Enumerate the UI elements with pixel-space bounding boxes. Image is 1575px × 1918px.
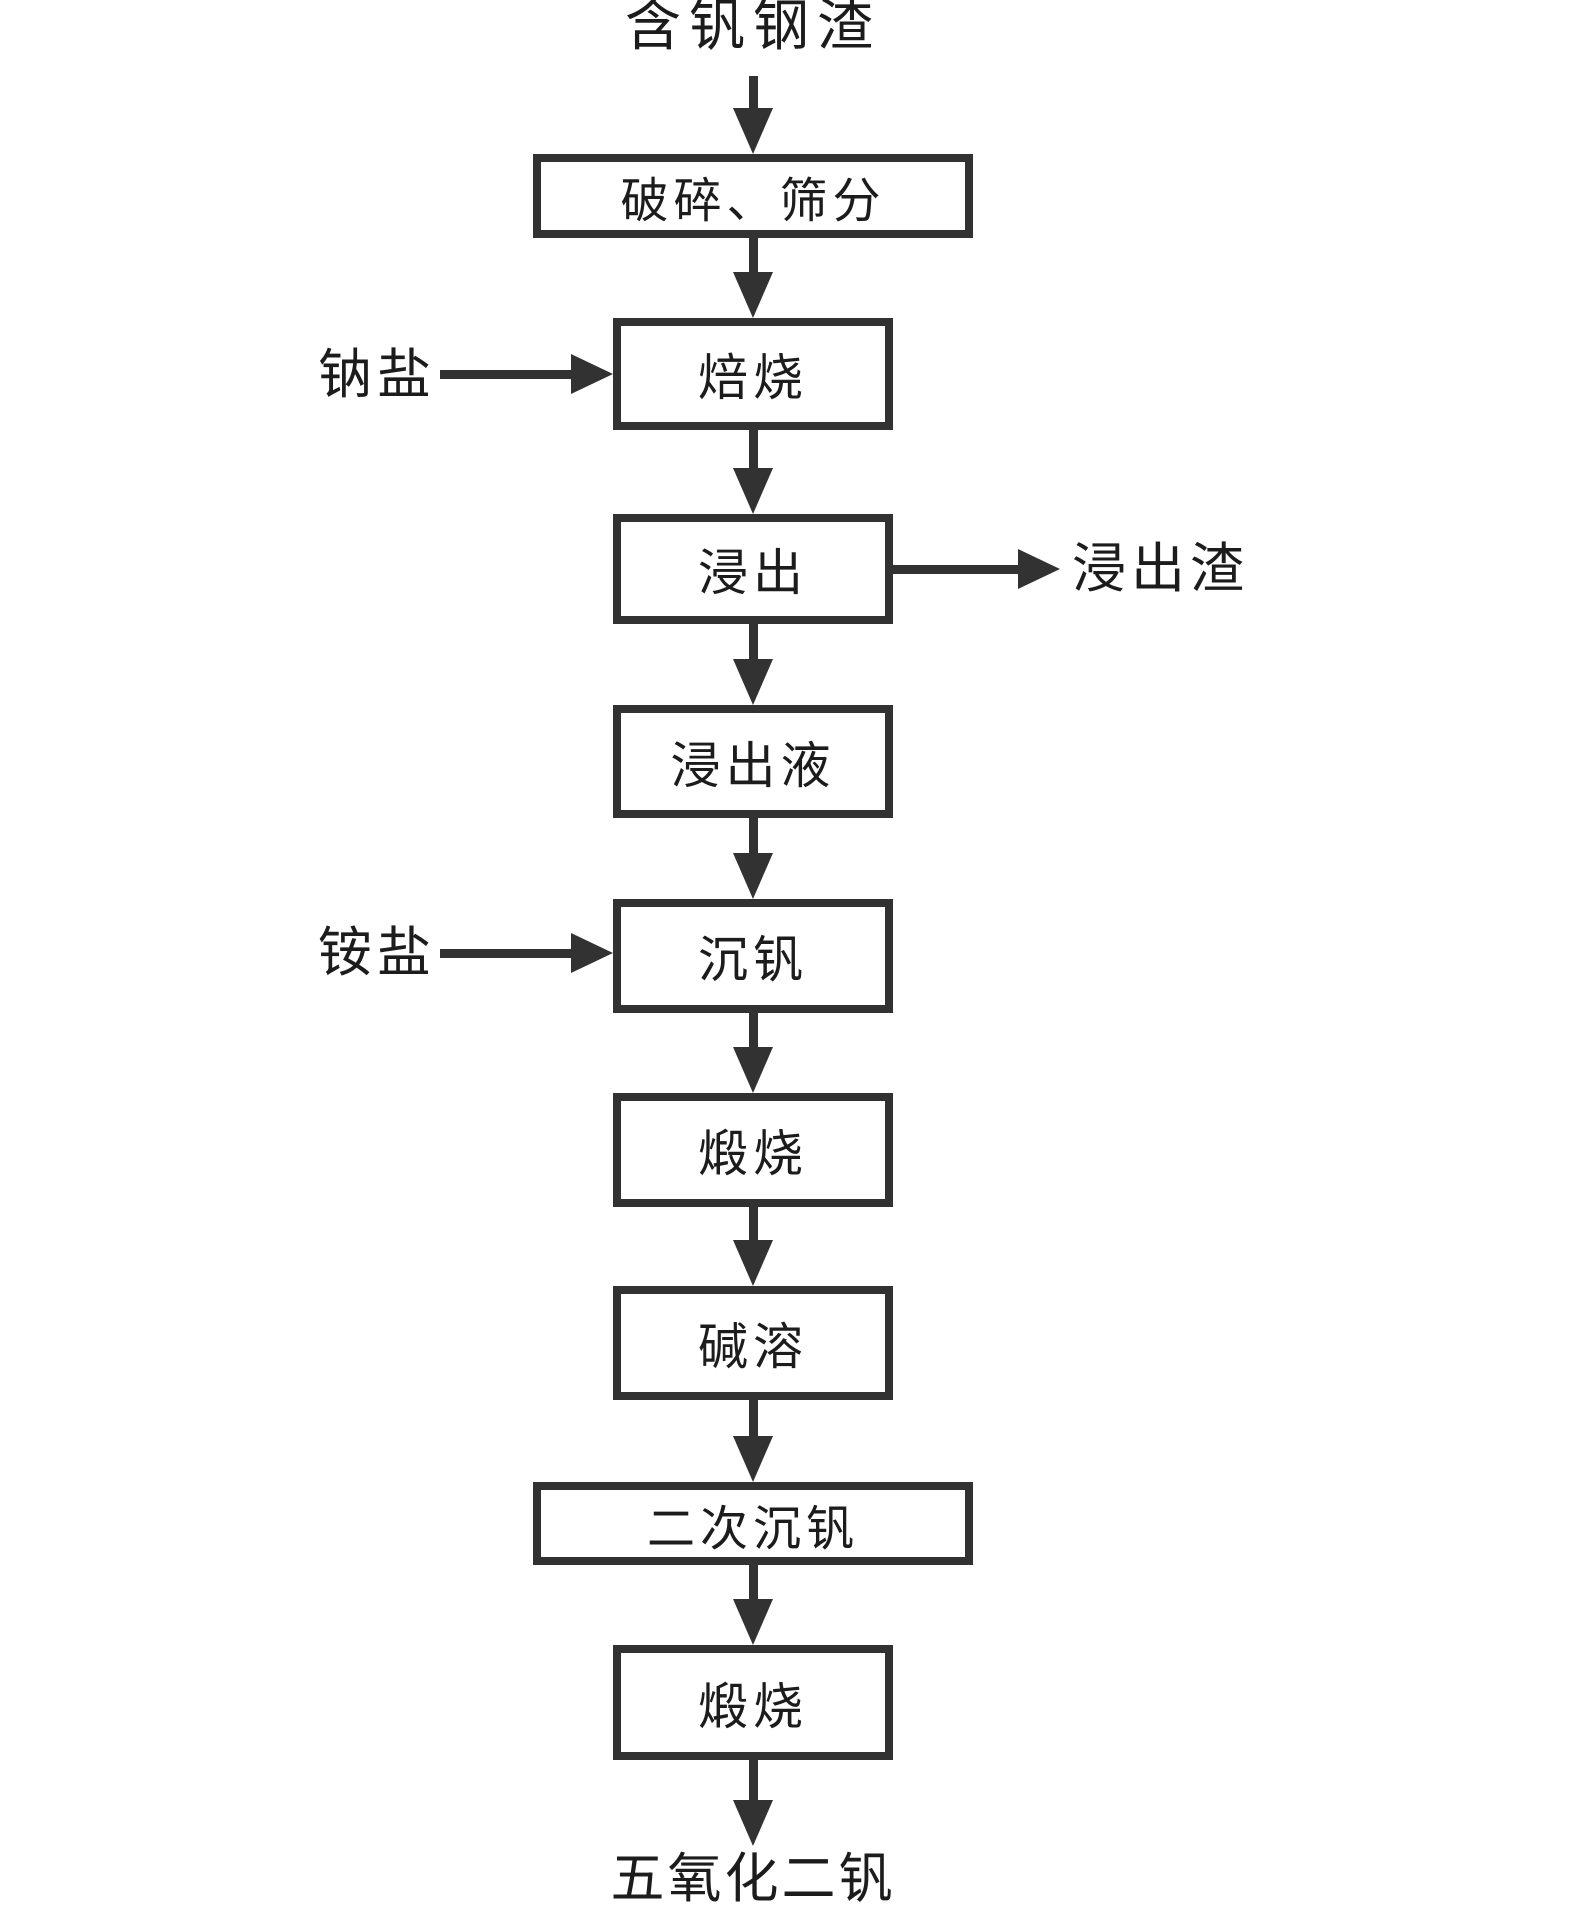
ammonium-salt-label: 铵盐 bbox=[318, 923, 436, 983]
input-material-label: 含钒钢渣 bbox=[625, 0, 881, 58]
arrow-ammonium-head bbox=[571, 933, 613, 973]
final-product-label: 五氧化二钒 bbox=[610, 1849, 896, 1909]
arrow-ammonium-stem bbox=[440, 949, 580, 958]
sodium-salt-label: 钠盐 bbox=[318, 345, 436, 405]
arrow-down-1-head bbox=[733, 108, 773, 154]
flow-box-leachate: 浸出液 bbox=[613, 705, 893, 818]
arrow-down-3-stem bbox=[749, 430, 758, 476]
arrow-down-5-stem bbox=[749, 818, 758, 861]
flow-box-crushing-screening: 破碎、筛分 bbox=[533, 154, 973, 238]
arrow-down-6-stem bbox=[749, 1013, 758, 1055]
arrow-sodium-stem bbox=[440, 370, 580, 379]
arrow-down-8-head bbox=[733, 1436, 773, 1482]
arrow-down-10-stem bbox=[749, 1760, 758, 1808]
flow-box-calcination-1: 煅烧 bbox=[613, 1093, 893, 1207]
arrow-down-6-head bbox=[733, 1047, 773, 1093]
flow-box-secondary-vanadium-precipitation: 二次沉钒 bbox=[533, 1482, 973, 1565]
arrow-down-9-head bbox=[733, 1599, 773, 1645]
arrow-down-2-head bbox=[733, 272, 773, 318]
arrow-down-5-head bbox=[733, 853, 773, 899]
flow-box-roasting: 焙烧 bbox=[613, 318, 893, 430]
arrow-sodium-head bbox=[571, 354, 613, 394]
arrow-down-3-head bbox=[733, 468, 773, 514]
arrow-down-4-head bbox=[733, 659, 773, 705]
flow-box-leaching: 浸出 bbox=[613, 514, 893, 624]
flow-box-vanadium-precipitation: 沉钒 bbox=[613, 899, 893, 1013]
arrow-down-2-stem bbox=[749, 238, 758, 280]
arrow-down-8-stem bbox=[749, 1400, 758, 1444]
arrow-residue-head bbox=[1018, 549, 1060, 589]
arrow-down-7-head bbox=[733, 1240, 773, 1286]
leach-residue-label: 浸出渣 bbox=[1072, 539, 1249, 599]
arrow-down-1-stem bbox=[749, 76, 758, 118]
arrow-down-7-stem bbox=[749, 1207, 758, 1248]
arrow-down-10-head bbox=[733, 1800, 773, 1846]
arrow-down-4-stem bbox=[749, 624, 758, 667]
flow-box-calcination-2: 煅烧 bbox=[613, 1645, 893, 1760]
arrow-down-9-stem bbox=[749, 1565, 758, 1607]
flow-box-alkali-dissolution: 碱溶 bbox=[613, 1286, 893, 1400]
arrow-residue-stem bbox=[893, 565, 1028, 574]
